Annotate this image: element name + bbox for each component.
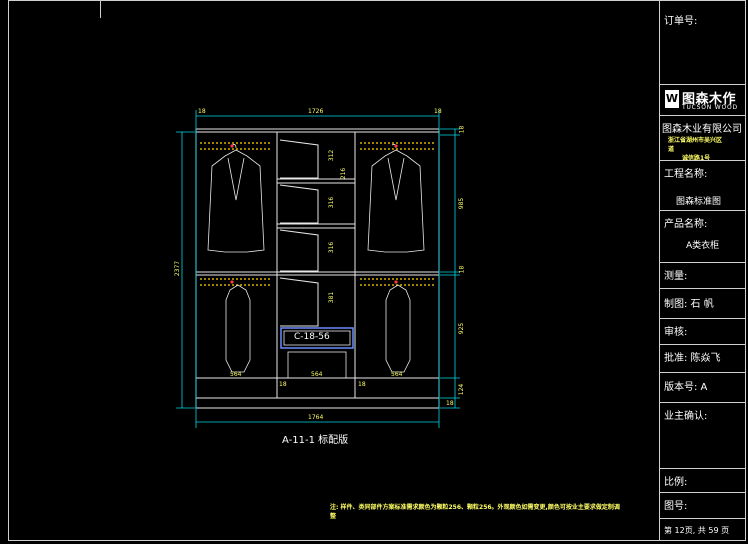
product-row: 产品名称: A类衣柜 xyxy=(660,210,746,262)
owner-label: 业主确认: xyxy=(664,411,708,422)
shirt-left xyxy=(225,284,251,373)
measure-label: 测量: xyxy=(664,271,688,282)
center-shelf-2 xyxy=(276,223,356,229)
review-label: 审核: xyxy=(664,327,688,338)
company-sub3: 诚信路1号 xyxy=(682,155,711,162)
dim-center-2: 316 xyxy=(328,196,336,209)
title-block: 订单号: W 图森木作 TUCSON WOOD 图森木业有限公司 浙江省湖州市吴… xyxy=(659,0,746,541)
dim-bottom-width: 1764 xyxy=(308,414,324,421)
drawn-label: 制图: 石 帆 xyxy=(664,299,714,310)
center-persp-1 xyxy=(279,139,319,179)
logo-mark-icon: W xyxy=(665,90,679,108)
project-value: 图森标准图 xyxy=(676,197,722,207)
top-panel xyxy=(195,128,440,133)
dim-right-1: 18 xyxy=(458,125,466,134)
logo-en: TUCSON WOOD xyxy=(682,104,738,111)
dim-right-3: 18 xyxy=(458,265,466,274)
dim-small-18: 18 xyxy=(198,108,206,115)
dim-center-4: 381 xyxy=(328,291,336,304)
approve-label: 批准: 陈焱飞 xyxy=(664,353,721,364)
company-name: 图森木业有限公司 xyxy=(662,124,742,135)
dim-inner-2: 564 xyxy=(311,371,323,378)
company-row: 图森木业有限公司 浙江省湖州市吴兴区 道 诚信路1号 xyxy=(660,120,746,162)
product-label: 产品名称: xyxy=(664,219,708,230)
measure-row: 测量: xyxy=(660,262,746,288)
dim-inner-1: 564 xyxy=(230,371,242,378)
company-sub2: 道 xyxy=(668,146,675,153)
drawing-caption: A-11-1 标配版 xyxy=(282,435,349,446)
dim-inner-4: 18 xyxy=(279,381,287,388)
project-label: 工程名称: xyxy=(664,169,708,180)
version-label: 版本号: A xyxy=(664,382,708,393)
dim-center-3: 316 xyxy=(328,241,336,254)
order-no-label: 订单号: xyxy=(664,16,698,27)
drawn-row: 制图: 石 帆 xyxy=(660,288,746,318)
logo-cn: 图森木作 xyxy=(682,92,737,107)
page-label: 第 12页, 共 59 页 xyxy=(664,526,730,535)
dim-top-width: 1726 xyxy=(308,108,324,115)
company-logo: W 图森木作 TUCSON WOOD xyxy=(660,84,746,116)
project-row: 工程名称: 图森标准图 xyxy=(660,160,746,210)
drawing-no-label: 图号: xyxy=(664,501,688,512)
bottom-kick xyxy=(195,397,440,409)
dim-inner-3: 564 xyxy=(391,371,403,378)
center-persp-3 xyxy=(279,229,319,272)
drawing-note: 注: 样件、类同部件方案标准需求颜色为颗粒256、颗粒256。外观颜色如需变更,… xyxy=(330,504,620,520)
center-persp-2 xyxy=(279,184,319,224)
owner-row: 业主确认: xyxy=(660,402,746,468)
product-value: A类衣柜 xyxy=(686,241,720,251)
drawing-frame xyxy=(8,0,746,541)
dim-center-5: 216 xyxy=(340,167,348,180)
dim-small-right: 18 xyxy=(434,108,442,115)
center-persp-4 xyxy=(279,277,319,327)
drawer-lower xyxy=(287,351,347,379)
scale-row: 比例: xyxy=(660,468,746,492)
scale-label: 比例: xyxy=(664,477,688,488)
frame-tick xyxy=(100,0,101,18)
company-sub: 浙江省湖州市吴兴区 xyxy=(668,137,723,144)
center-shelf-1 xyxy=(276,178,356,184)
dim-right-2: 985 xyxy=(458,197,466,210)
dim-right-4: 925 xyxy=(458,322,466,335)
dim-center-1: 312 xyxy=(328,149,336,162)
drawer-module xyxy=(280,327,354,349)
review-row: 审核: xyxy=(660,318,746,344)
approve-row: 批准: 陈焱飞 xyxy=(660,344,746,372)
drawing-no-row: 图号: xyxy=(660,492,746,518)
dim-inner-5: 18 xyxy=(358,381,366,388)
dim-left-height: 2377 xyxy=(174,260,182,277)
dim-right-6: 18 xyxy=(446,400,454,407)
version-row: 版本号: A xyxy=(660,372,746,402)
shirt-right xyxy=(385,284,411,373)
page-row: 第 12页, 共 59 页 xyxy=(660,518,746,541)
dim-right-5: 124 xyxy=(458,383,466,396)
order-no-row: 订单号: xyxy=(660,0,746,84)
drawer-module-label: C-18-56 xyxy=(294,332,330,342)
